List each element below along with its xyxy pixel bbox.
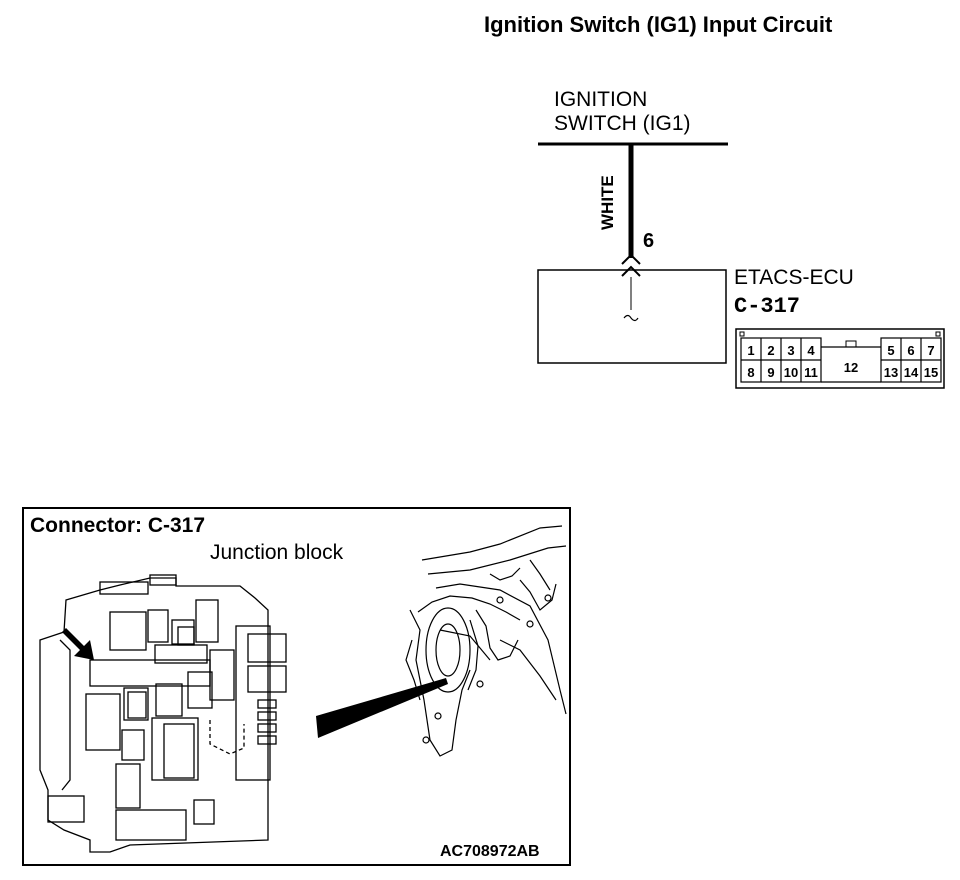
pin-label: 14 [904, 365, 919, 380]
connector-notch-left [739, 331, 745, 337]
location-panel-title: Connector: C-317 [30, 514, 206, 537]
pin-label: 15 [924, 365, 938, 380]
pin-label: 8 [747, 365, 754, 380]
pin-label: 9 [767, 365, 774, 380]
connector-chevron-upper [621, 253, 641, 265]
callout-wedge [316, 678, 448, 738]
pin-label: 11 [804, 365, 818, 380]
connector-chevron-lower [621, 265, 641, 277]
location-panel-frame [22, 507, 571, 866]
connector-face [735, 328, 945, 389]
pin-label: 4 [807, 343, 815, 358]
pin-label: 7 [927, 343, 934, 358]
junction-block-illustration [39, 574, 287, 853]
pin-label: 1 [747, 343, 754, 358]
dashboard-harness-illustration [405, 525, 567, 757]
diagram-title: Ignition Switch (IG1) Input Circuit [484, 12, 833, 37]
pin-label: 10 [784, 365, 798, 380]
pointer-arrow-icon [62, 628, 94, 660]
pin-label: 13 [884, 365, 898, 380]
ecu-connector-label: C-317 [734, 294, 801, 319]
pin-number-label: 6 [643, 230, 655, 252]
ignition-switch-label: IGNITION SWITCH (IG1) [554, 88, 691, 136]
ecu-box [537, 269, 727, 364]
figure-code: AC708972AB [440, 843, 540, 860]
ignition-switch-label-line2: SWITCH (IG1) [554, 112, 691, 135]
ecu-name-label: ETACS-ECU [734, 266, 854, 289]
ignition-switch-label-line1: IGNITION [554, 88, 648, 111]
pin-label: 2 [767, 343, 774, 358]
pin-label: 3 [787, 343, 794, 358]
connector-outline [735, 328, 945, 389]
ecu-internal-tilde [623, 314, 639, 322]
junction-block-label: Junction block [210, 541, 344, 564]
connector-notch-right [935, 331, 941, 337]
pin-label: 12 [844, 360, 858, 375]
pin-label: 5 [887, 343, 894, 358]
pin-label: 6 [907, 343, 914, 358]
connector-latch [845, 340, 857, 348]
